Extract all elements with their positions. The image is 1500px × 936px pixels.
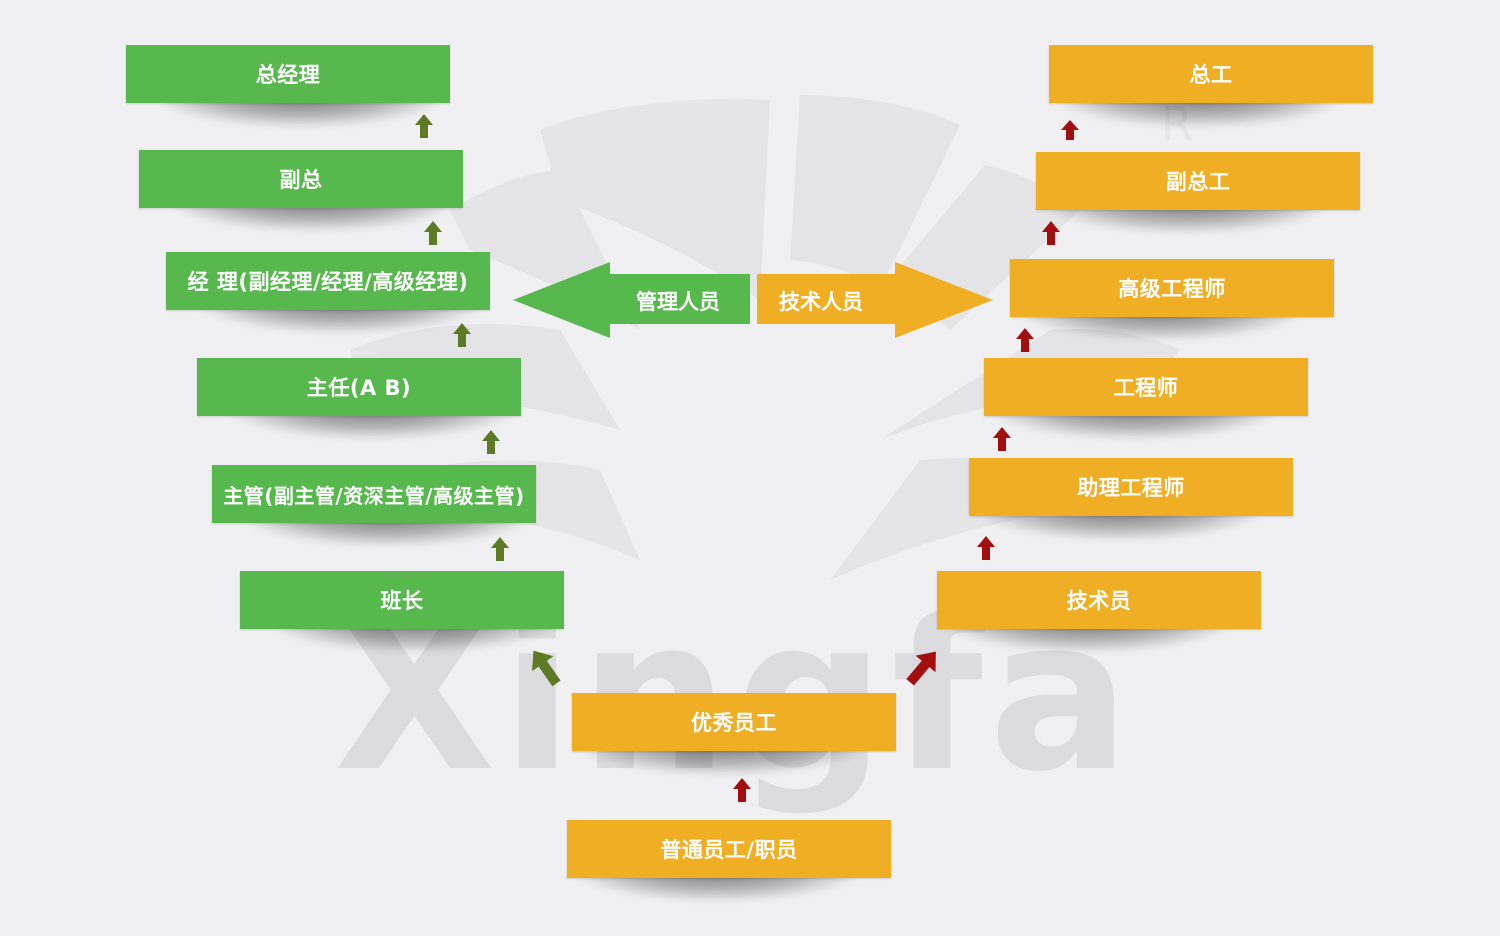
arrow-up-icon [424, 221, 442, 245]
level-senior-engineer: 高级工程师 [1010, 259, 1334, 317]
level-supervisor: 主管(副主管/资深主管/高级主管) [212, 465, 536, 523]
center-split-arrows [513, 262, 993, 338]
arrow-up-icon [482, 430, 500, 454]
arrow-diagonal-right-icon [906, 651, 936, 686]
level-director: 主任(A B) [197, 358, 521, 416]
management-label: 管理人员 [636, 290, 720, 314]
management-arrow-icon [513, 262, 750, 338]
arrow-up-icon [491, 537, 509, 561]
arrow-up-icon [1061, 120, 1079, 140]
arrow-up-icon [1016, 328, 1034, 352]
level-regular-employee: 普通员工/职员 [567, 820, 891, 878]
level-engineer: 工程师 [984, 358, 1308, 416]
level-manager: 经 理(副经理/经理/高级经理) [166, 252, 490, 310]
level-general-manager: 总经理 [126, 45, 450, 103]
arrow-diagonal-left-icon [532, 650, 561, 687]
level-excellent-employee: 优秀员工 [572, 693, 896, 751]
level-chief-engineer: 总工 [1049, 45, 1373, 103]
level-team-leader: 班长 [240, 571, 564, 629]
arrow-up-icon [977, 536, 995, 560]
technical-arrow-icon [757, 262, 993, 338]
level-technician: 技术员 [937, 571, 1261, 629]
arrow-up-icon [1042, 221, 1060, 245]
level-assistant-engineer: 助理工程师 [969, 458, 1293, 516]
arrow-up-icon [993, 427, 1011, 451]
arrow-up-icon [415, 114, 433, 138]
arrow-up-icon [453, 323, 471, 347]
level-deputy-chief-engineer: 副总工 [1036, 152, 1360, 210]
arrow-up-icon [733, 778, 751, 802]
level-deputy-general: 副总 [139, 150, 463, 208]
technical-label: 技术人员 [779, 290, 863, 314]
